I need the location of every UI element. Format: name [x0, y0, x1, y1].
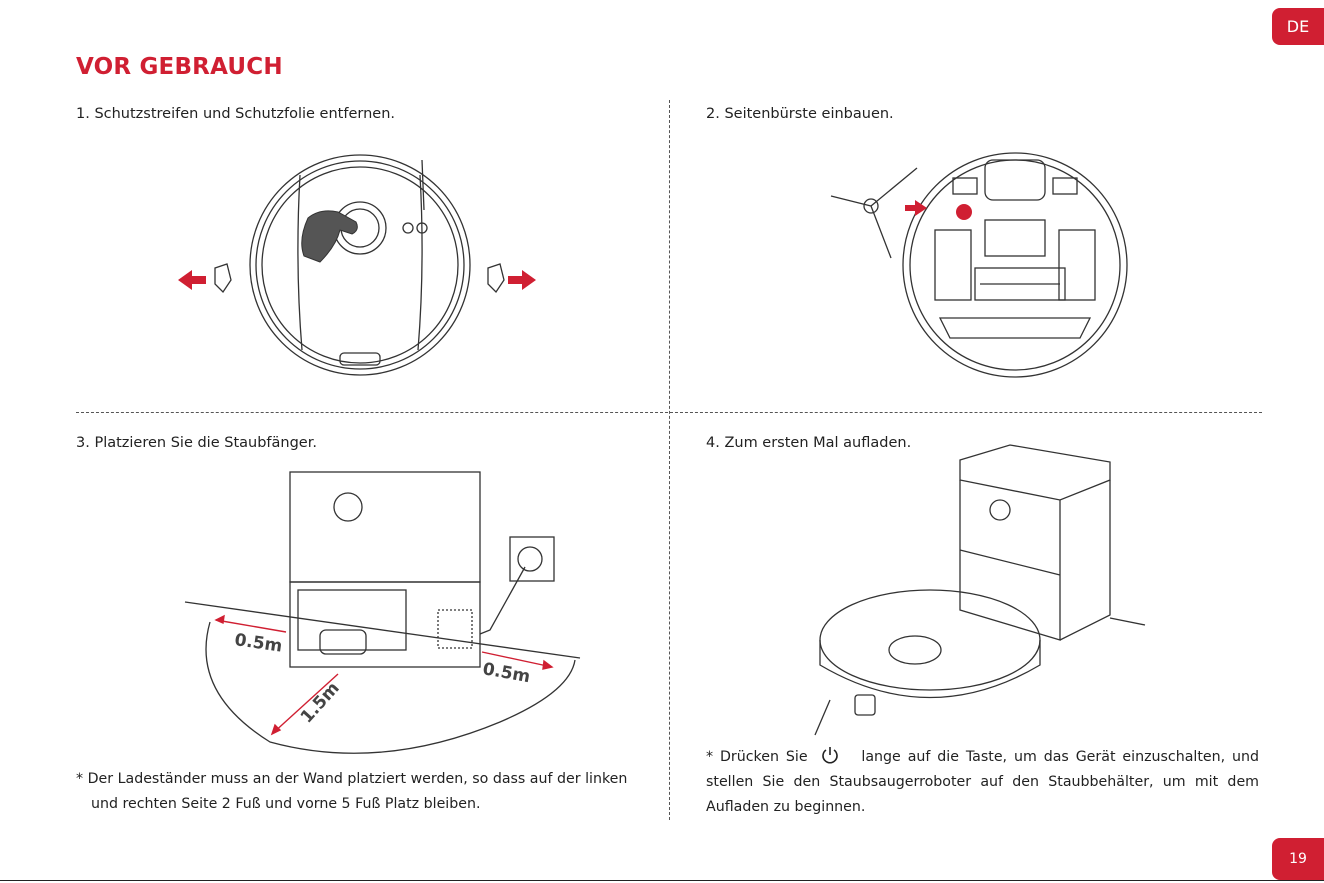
language-tab[interactable]: DE: [1272, 8, 1324, 45]
charge-note-before: * Drücken Sie: [706, 749, 808, 765]
robot-top-illustration: [178, 154, 536, 376]
charge-note-after: lange auf die Taste, um das Gerät einzus…: [706, 749, 1260, 815]
page-title: VOR GEBRAUCH: [76, 54, 283, 80]
distance-right: 0.5m: [481, 659, 532, 687]
charge-note: * Drücken Sie lange auf die Taste, um da…: [706, 745, 1259, 820]
dock-placement-illustration: 0.5m 0.5m 1.5m: [184, 471, 581, 754]
distance-front: 1.5m: [297, 678, 344, 727]
step-4-label: 4. Zum ersten Mal aufladen.: [706, 435, 912, 451]
step-3-label: 3. Platzieren Sie die Staubfänger.: [76, 435, 317, 451]
robot-on-dock-illustration: [814, 444, 1146, 736]
placement-note-line1: * Der Ladeständer muss an der Wand platz…: [76, 771, 628, 787]
horizontal-divider: [76, 412, 1262, 413]
robot-bottom-illustration: [830, 152, 1128, 378]
distance-left: 0.5m: [233, 630, 283, 656]
power-icon: [821, 747, 838, 764]
step-2-label: 2. Seitenbürste einbauen.: [706, 106, 894, 122]
placement-note-line2: und rechten Seite 2 Fuß und vorne 5 Fuß …: [91, 796, 481, 812]
arrow-left-icon: [178, 270, 206, 290]
bottom-rule: [0, 880, 1324, 881]
page-number: 19: [1272, 838, 1324, 880]
step-1-label: 1. Schutzstreifen und Schutzfolie entfer…: [76, 106, 395, 122]
vertical-divider: [669, 100, 670, 820]
arrow-right-icon: [508, 270, 536, 290]
placement-note: * Der Ladeständer muss an der Wand platz…: [76, 767, 676, 817]
